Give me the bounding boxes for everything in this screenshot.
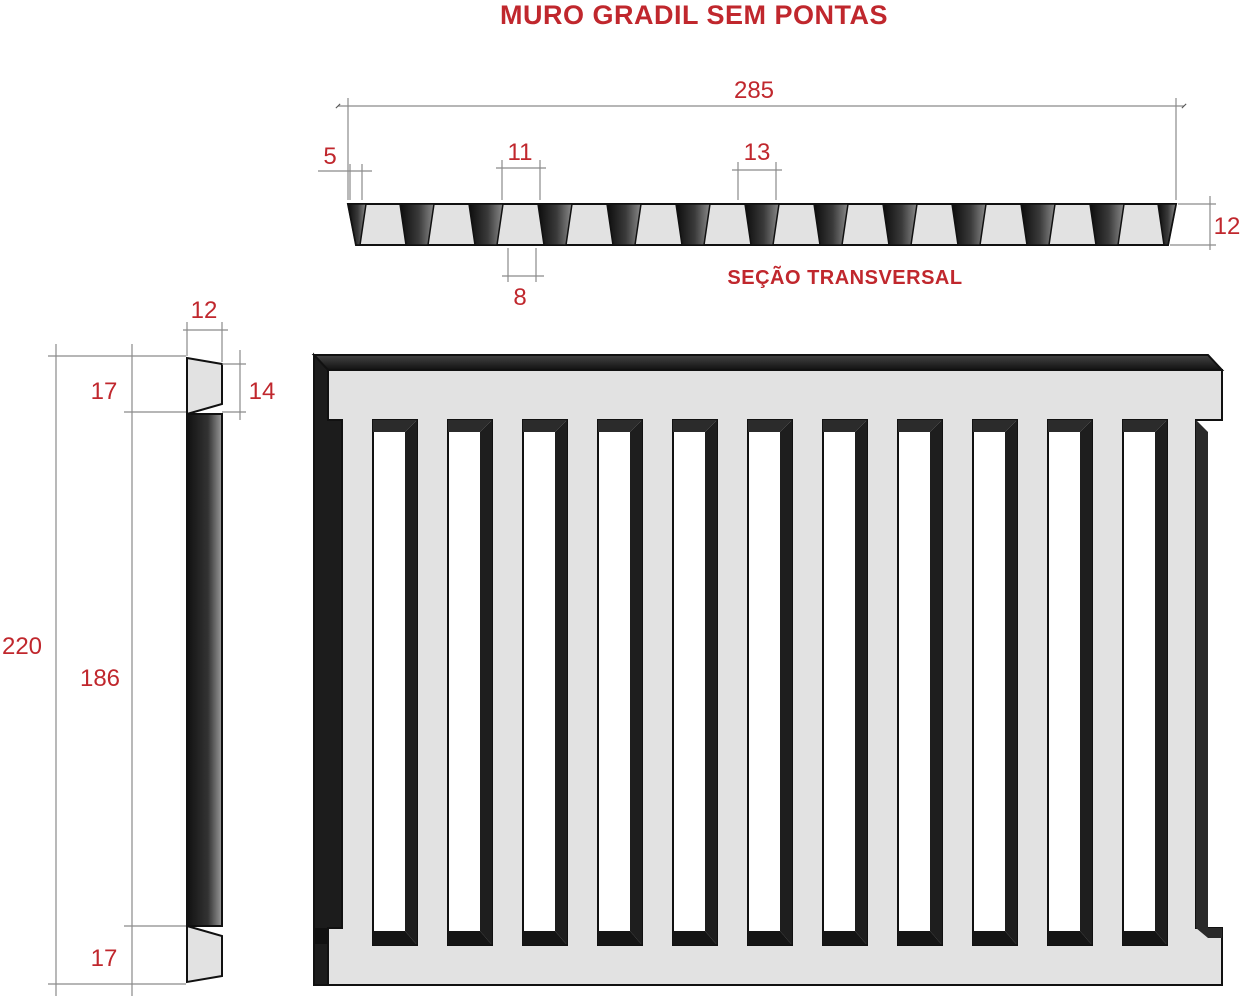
dim-edge-offset: 5 — [323, 143, 336, 170]
section-bar — [468, 203, 504, 246]
section-bar — [1157, 203, 1177, 246]
section-bar — [813, 203, 849, 246]
dim-section-depth: 12 — [1214, 213, 1241, 240]
panel-opening — [747, 419, 793, 946]
side-dimensions — [48, 322, 246, 996]
section-bar — [347, 203, 367, 246]
section-bar — [606, 203, 642, 246]
dim-bottom-band: 17 — [91, 945, 118, 972]
dim-gap: 13 — [744, 139, 771, 166]
section-bar — [537, 203, 573, 246]
dim-bar-top: 11 — [508, 139, 533, 166]
diagram-title: MURO GRADIL SEM PONTAS — [500, 0, 888, 30]
panel-opening — [447, 419, 493, 946]
panel-opening — [597, 419, 643, 946]
dim-total-height: 220 — [2, 633, 42, 660]
panel-opening — [1047, 419, 1093, 946]
section-bar — [1020, 203, 1056, 246]
section-bar — [1089, 203, 1125, 246]
panel-opening — [372, 419, 418, 946]
section-caption: SEÇÃO TRANSVERSAL — [727, 266, 962, 289]
side-view — [186, 356, 223, 984]
dim-side-depth: 12 — [191, 297, 218, 324]
panel-openings — [372, 419, 1168, 946]
section-bar — [399, 203, 435, 246]
gradil-panel — [311, 352, 1225, 986]
panel-opening — [672, 419, 718, 946]
section-bar — [744, 203, 780, 246]
cross-section-view — [346, 203, 1178, 246]
section-dimensions — [318, 98, 1216, 282]
dim-opening-height: 186 — [80, 665, 120, 692]
panel-opening — [1122, 419, 1168, 946]
dim-bar-bottom: 8 — [513, 284, 526, 311]
section-bar — [951, 203, 987, 246]
section-bar — [882, 203, 918, 246]
panel-opening — [897, 419, 943, 946]
panel-opening — [822, 419, 868, 946]
dim-top-band: 17 — [91, 378, 118, 405]
panel-opening — [972, 419, 1018, 946]
section-dark-bars — [347, 203, 1177, 246]
dim-top-bevel: 14 — [249, 378, 276, 405]
section-bar — [675, 203, 711, 246]
dim-total-width: 285 — [734, 77, 774, 104]
panel-opening — [522, 419, 568, 946]
